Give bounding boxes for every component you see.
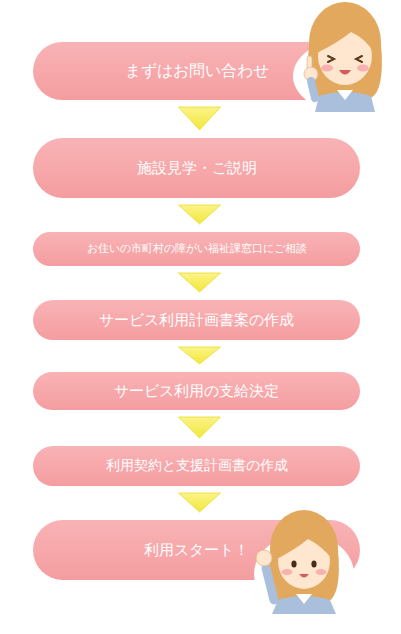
- process-pill: 利用スタート！: [33, 520, 360, 580]
- flow-arrow: [179, 273, 221, 292]
- process-pill: お住いの市町村の障がい福祉課窓口にご相談: [33, 232, 360, 266]
- step-text: 利用スタート！: [144, 541, 249, 560]
- flow-arrow: [179, 347, 221, 364]
- flow-arrow: [179, 205, 221, 224]
- step-text: 利用契約と支援計画書の作成: [106, 457, 288, 475]
- process-pill: 施設見学・ご説明: [33, 138, 360, 198]
- flow-arrow: [179, 493, 221, 512]
- process-pill: 利用契約と支援計画書の作成: [33, 446, 360, 486]
- step-text: サービス利用の支給決定: [114, 382, 279, 401]
- process-pill: まずはお問い合わせ: [33, 42, 360, 100]
- step-text: 施設見学・ご説明: [137, 159, 257, 178]
- flow-arrow: [179, 417, 221, 438]
- step-text: サービス利用計画書案の作成: [99, 311, 294, 330]
- step-text: お住いの市町村の障がい福祉課窓口にご相談: [87, 242, 307, 256]
- shirt: [272, 596, 336, 614]
- flow-arrow: [179, 107, 221, 130]
- step-text: まずはお問い合わせ: [125, 61, 269, 81]
- process-pill: サービス利用計画書案の作成: [33, 300, 360, 340]
- collar: [296, 594, 312, 604]
- process-pill: サービス利用の支給決定: [33, 372, 360, 410]
